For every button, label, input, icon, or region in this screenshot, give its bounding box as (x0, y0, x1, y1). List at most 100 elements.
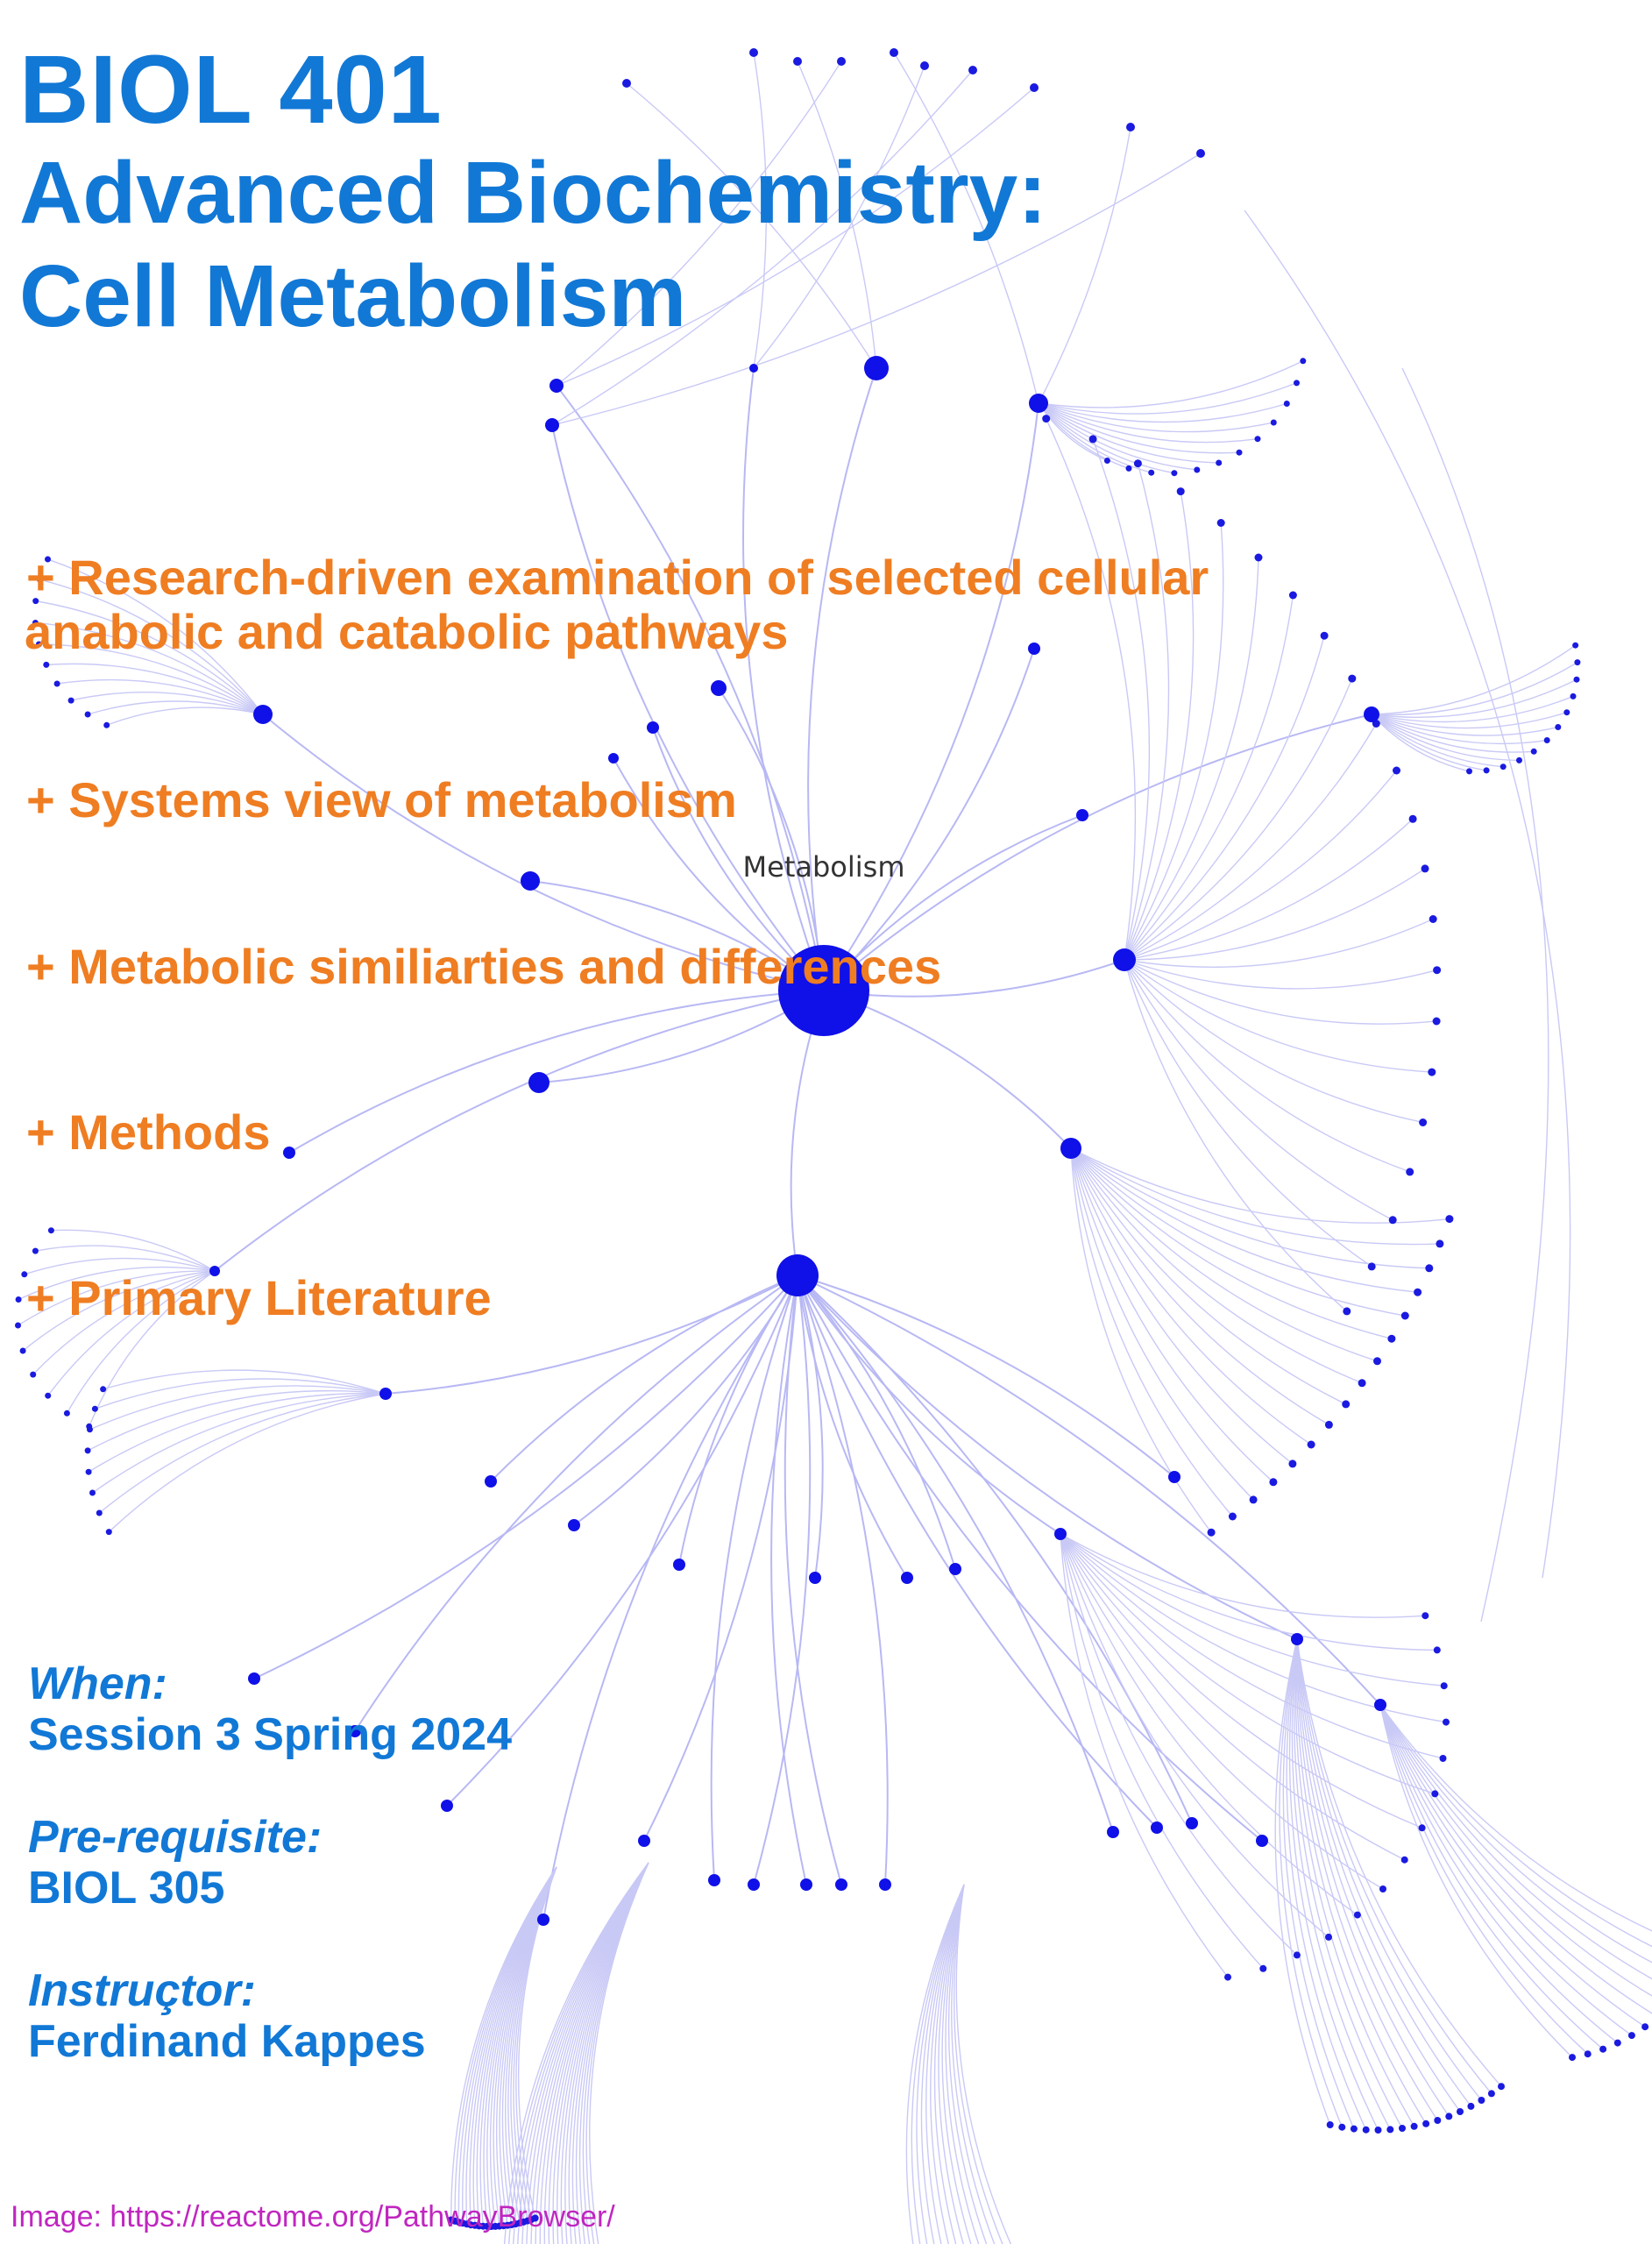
network-edge (1401, 367, 1549, 1623)
pathway-leaf-node (1216, 519, 1225, 527)
network-edge (1379, 1704, 1652, 1948)
pathway-hub-node (248, 1672, 260, 1685)
network-edge (1038, 402, 1287, 423)
pathway-leaf-node (1406, 1168, 1414, 1176)
network-edge (955, 1884, 1012, 2244)
pathway-hub-node (835, 1878, 847, 1891)
network-edge (1060, 1533, 1426, 1618)
pathway-leaf-node (1627, 2032, 1635, 2040)
pathway-leaf-node (1171, 470, 1178, 477)
pathway-leaf-node (43, 661, 50, 668)
network-edge (1296, 1638, 1461, 2113)
network-edge (1070, 1147, 1312, 1445)
pathway-leaf-node (1103, 458, 1110, 464)
network-edge (1379, 1704, 1652, 1997)
network-edge (1060, 1533, 1298, 1956)
pathway-leaf-node (91, 1405, 98, 1412)
pathway-hub-node (879, 1878, 891, 1891)
pathway-hub-node (521, 871, 540, 891)
pathway-leaf-node (19, 1347, 26, 1354)
pathway-hub-node (1256, 1835, 1268, 1847)
network-edge (1371, 714, 1535, 753)
prerequisite-block: Pre-requisite: BIOL 305 (28, 1812, 322, 1914)
network-edge (753, 65, 925, 369)
network-edge (1379, 1704, 1604, 2050)
network-edge (1124, 723, 1377, 961)
network-edge (1070, 1147, 1329, 1425)
network-edge (51, 1229, 216, 1272)
network-edge (1060, 1533, 1437, 1651)
network-edge (35, 621, 264, 715)
network-edge (753, 1275, 812, 1885)
pathway-leaf-node (1599, 2045, 1607, 2053)
network-edge (1244, 209, 1571, 1579)
pathway-leaf-node (1483, 767, 1490, 774)
network-edge (108, 1393, 386, 1533)
network-edge (18, 1270, 216, 1326)
pathway-hub-node (1374, 1699, 1386, 1711)
course-code: BIOL 401 (19, 36, 443, 144)
pathway-hub-node (1029, 394, 1048, 413)
pathway-leaf-node (89, 1489, 96, 1496)
instructor-block: Instruçtor: Ferdinand Kappes (28, 1965, 426, 2067)
network-edge (552, 1862, 649, 2244)
pathway-hub-node (209, 1266, 220, 1276)
network-edge (1294, 1638, 1415, 2127)
network-edge (797, 1275, 1298, 1640)
network-edge (1070, 1147, 1440, 1246)
network-edge (1038, 402, 1197, 471)
network-edge (1379, 1704, 1573, 2058)
network-edge (560, 1862, 649, 2244)
pathway-leaf-node (1573, 676, 1580, 683)
pathway-hub-node (537, 1914, 549, 1926)
network-edge (797, 1275, 1381, 1706)
pathway-leaf-node (1373, 1357, 1381, 1366)
network-edge (1060, 1533, 1229, 1978)
network-edge (1379, 1704, 1652, 1964)
network-edge (1124, 522, 1224, 961)
pathway-leaf-node (1584, 2050, 1592, 2058)
network-edge (1060, 1533, 1384, 1890)
network-edge (1371, 714, 1558, 736)
pathway-leaf-node (1399, 2125, 1406, 2132)
pathway-leaf-node (1414, 1288, 1422, 1296)
pathway-leaf-node (1569, 2054, 1576, 2062)
pathway-leaf-node (1428, 1068, 1436, 1076)
pathway-leaf-node (1325, 1933, 1332, 1941)
network-edge (24, 1257, 216, 1275)
pathway-leaf-node (1358, 1379, 1366, 1388)
network-edge (1070, 1147, 1294, 1465)
pathway-leaf-node (1487, 2090, 1495, 2098)
network-edge (1282, 1638, 1355, 2129)
network-edge (1124, 463, 1170, 961)
pathway-hub-node (528, 1072, 549, 1093)
network-edge (551, 69, 974, 426)
pathway-leaf-node (1254, 553, 1263, 562)
pathway-leaf-node (1393, 766, 1400, 775)
pathway-leaf-node (1342, 1400, 1351, 1409)
pathway-leaf-node (1350, 2125, 1358, 2133)
network-edge (1291, 1638, 1391, 2130)
network-edge (643, 1275, 798, 1842)
network-edge (1038, 402, 1240, 454)
network-edge (548, 1862, 649, 2244)
pathway-leaf-node (15, 1296, 22, 1303)
network-edge (823, 402, 1039, 991)
pathway-leaf-node (30, 1371, 37, 1378)
pathway-leaf-node (1422, 2120, 1430, 2127)
pathway-leaf-node (920, 61, 929, 70)
network-edge (905, 1884, 965, 2244)
network-edge (1124, 770, 1398, 961)
pathway-leaf-node (1300, 358, 1307, 365)
network-edge (1293, 1638, 1403, 2129)
pathway-leaf-node (1379, 1885, 1386, 1892)
pathway-hub-node (864, 356, 889, 380)
network-edge (513, 1862, 649, 2244)
pathway-leaf-node (1030, 83, 1039, 92)
pathway-leaf-node (35, 641, 42, 648)
pathway-hub-node (1364, 707, 1379, 722)
network-edge (1060, 1533, 1329, 1938)
network-edge (797, 1275, 1061, 1535)
network-edge (88, 1392, 386, 1473)
pathway-leaf-node (1348, 674, 1357, 683)
